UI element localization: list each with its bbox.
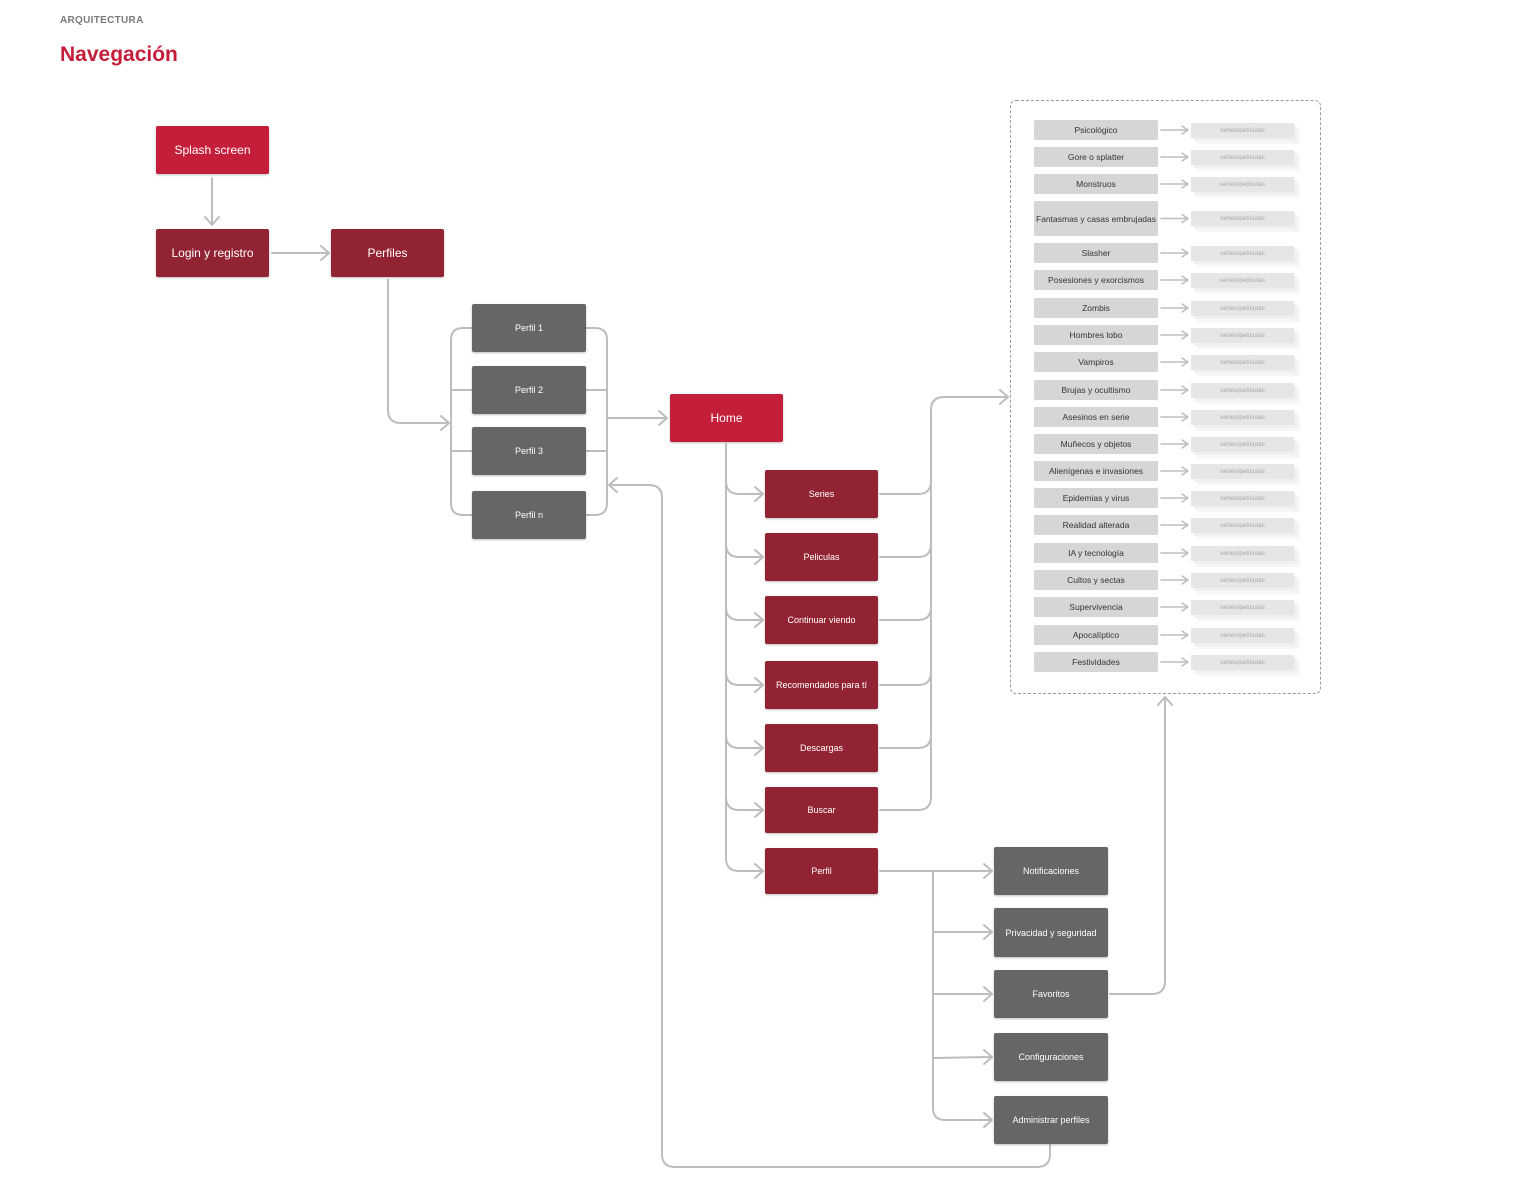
category-arrow-head xyxy=(1181,248,1189,258)
category-zombis[interactable]: Zombis xyxy=(1034,298,1158,318)
perfil-3-node[interactable]: Perfil 3 xyxy=(472,427,586,475)
category-arrow-head xyxy=(1181,275,1189,285)
category-gore-o-splatter[interactable]: Gore o splatter xyxy=(1034,147,1158,167)
section-eyebrow: ARQUITECTURA xyxy=(60,15,144,26)
section-continuar-viendo-node[interactable]: Continuar viendo xyxy=(765,596,878,644)
category-vampiros[interactable]: Vampiros xyxy=(1034,352,1158,372)
category-result-vampiros: series/películas xyxy=(1191,354,1294,370)
category-festividades[interactable]: Festividades xyxy=(1034,652,1158,672)
section-peliculas-node[interactable]: Peliculas xyxy=(765,533,878,581)
category-asesinos-en-serie[interactable]: Asesinos en serie xyxy=(1034,407,1158,427)
category-arrow-head xyxy=(1181,412,1189,422)
perfil-1-node[interactable]: Perfil 1 xyxy=(472,304,586,352)
category-result-munecos-y-objetos: series/películas xyxy=(1191,436,1294,452)
section-buscar-node[interactable]: Buscar xyxy=(765,787,878,833)
category-result-epidemias-y-virus: series/películas xyxy=(1191,490,1294,506)
category-result-asesinos-en-serie: series/películas xyxy=(1191,409,1294,425)
categories-container xyxy=(1010,100,1321,694)
category-result-supervivencia: series/películas xyxy=(1191,599,1294,615)
category-munecos-y-objetos[interactable]: Muñecos y objetos xyxy=(1034,434,1158,454)
category-fantasmas-y-casas-embrujadas[interactable]: Fantasmas y casas embrujadas xyxy=(1034,201,1158,236)
category-result-ia-y-tecnologia: series/películas xyxy=(1191,545,1294,561)
category-arrow-head xyxy=(1181,357,1189,367)
category-arrow-head xyxy=(1181,466,1189,476)
category-result-zombis: series/películas xyxy=(1191,300,1294,316)
option-favoritos-node[interactable]: Favoritos xyxy=(994,970,1108,1018)
category-epidemias-y-virus[interactable]: Epidemias y virus xyxy=(1034,488,1158,508)
category-arrow-head xyxy=(1181,179,1189,189)
category-arrow-head xyxy=(1181,213,1189,224)
home-node[interactable]: Home xyxy=(670,394,783,442)
category-arrow-head xyxy=(1181,385,1189,395)
perfiles-node[interactable]: Perfiles xyxy=(331,229,444,277)
category-arrow-head xyxy=(1181,330,1189,340)
category-arrow-head xyxy=(1181,303,1189,313)
category-arrow-head xyxy=(1181,125,1189,135)
category-result-psicologico: series/películas xyxy=(1191,122,1294,138)
page-title: Navegación xyxy=(60,43,178,66)
category-posesiones-y-exorcismos[interactable]: Posesiones y exorcismos xyxy=(1034,270,1158,290)
category-result-slasher: series/películas xyxy=(1191,245,1294,261)
category-result-alienigenas-e-invasiones: series/películas xyxy=(1191,463,1294,479)
category-result-gore-o-splatter: series/películas xyxy=(1191,149,1294,165)
option-notificaciones-node[interactable]: Notificaciones xyxy=(994,847,1108,895)
category-arrow-head xyxy=(1181,439,1189,449)
category-result-festividades: series/películas xyxy=(1191,654,1294,670)
category-result-cultos-y-sectas: series/películas xyxy=(1191,572,1294,588)
perfil-n-node[interactable]: Perfil n xyxy=(472,491,586,539)
category-arrow-head xyxy=(1181,548,1189,558)
category-arrow-head xyxy=(1181,493,1189,503)
category-cultos-y-sectas[interactable]: Cultos y sectas xyxy=(1034,570,1158,590)
splash-screen-node[interactable]: Splash screen xyxy=(156,126,269,174)
category-ia-y-tecnologia[interactable]: IA y tecnología xyxy=(1034,543,1158,563)
category-brujas-y-ocultismo[interactable]: Brujas y ocultismo xyxy=(1034,380,1158,400)
category-psicologico[interactable]: Psicológico xyxy=(1034,120,1158,140)
option-privacidad-node[interactable]: Privacidad y seguridad xyxy=(994,908,1108,957)
category-result-realidad-alterada: series/películas xyxy=(1191,517,1294,533)
category-alienigenas-e-invasiones[interactable]: Alienígenas e invasiones xyxy=(1034,461,1158,481)
category-result-fantasmas-y-casas-embrujadas: series/películas xyxy=(1191,211,1294,226)
category-realidad-alterada[interactable]: Realidad alterada xyxy=(1034,515,1158,535)
category-monstruos[interactable]: Monstruos xyxy=(1034,174,1158,194)
category-result-monstruos: series/películas xyxy=(1191,176,1294,192)
category-arrow-head xyxy=(1181,657,1189,667)
option-administrar-perfiles-node[interactable]: Administrar perfiles xyxy=(994,1096,1108,1144)
category-slasher[interactable]: Slasher xyxy=(1034,243,1158,263)
category-arrow-head xyxy=(1181,602,1189,612)
category-apocaliptico[interactable]: Apocalíptico xyxy=(1034,625,1158,645)
section-series-node[interactable]: Series xyxy=(765,470,878,518)
category-arrow-head xyxy=(1181,520,1189,530)
category-hombres-lobo[interactable]: Hombres lobo xyxy=(1034,325,1158,345)
category-supervivencia[interactable]: Supervivencia xyxy=(1034,597,1158,617)
category-result-brujas-y-ocultismo: series/películas xyxy=(1191,382,1294,398)
section-recomendados-node[interactable]: Recomendados para tí xyxy=(765,661,878,709)
section-perfil-node[interactable]: Perfil xyxy=(765,848,878,894)
category-arrow-head xyxy=(1181,152,1189,162)
category-result-hombres-lobo: series/películas xyxy=(1191,327,1294,343)
category-arrow-head xyxy=(1181,575,1189,585)
perfil-2-node[interactable]: Perfil 2 xyxy=(472,366,586,414)
section-descargas-node[interactable]: Descargas xyxy=(765,724,878,772)
category-result-posesiones-y-exorcismos: series/películas xyxy=(1191,272,1294,288)
category-result-apocaliptico: series/películas xyxy=(1191,627,1294,643)
category-arrow-head xyxy=(1181,630,1189,640)
login-node[interactable]: Login y registro xyxy=(156,229,269,277)
option-configuraciones-node[interactable]: Configuraciones xyxy=(994,1033,1108,1081)
